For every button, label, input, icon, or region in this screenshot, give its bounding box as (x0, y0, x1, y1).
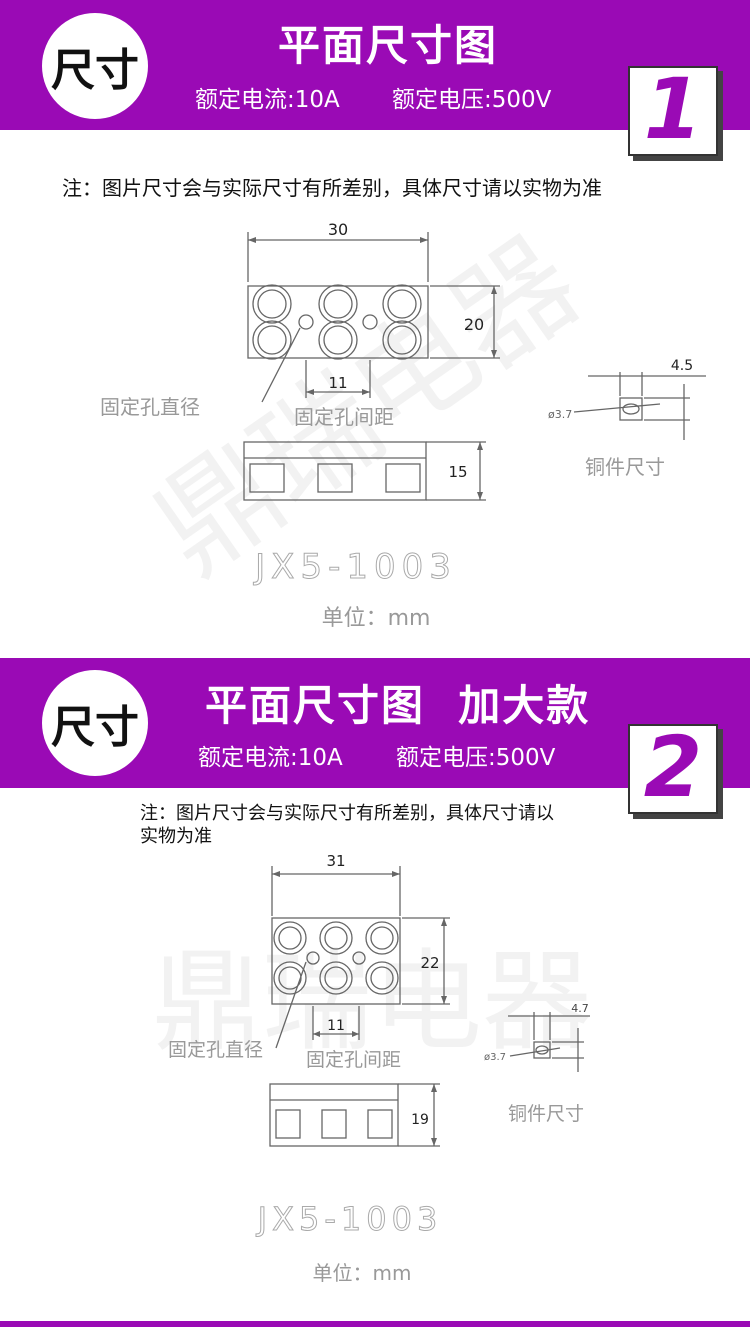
bottom-divider (0, 1321, 750, 1327)
section2-number-box: 2 (628, 718, 718, 816)
section2-rated-current: 额定电流:10A (198, 745, 343, 771)
section1-height-label: 20 (464, 315, 484, 334)
section1-width-label: 30 (328, 220, 348, 239)
section1-number: 1 (643, 60, 703, 158)
section2-watermark: 鼎瑞电器 (152, 938, 592, 1066)
section2-dimension-svg: 鼎瑞电器 (152, 852, 592, 1285)
section1-spacing-label: 11 (328, 374, 347, 392)
section2-hole-spacing-label: 固定孔间距 (306, 1049, 401, 1071)
section1-number-box: 1 (628, 60, 718, 158)
section2-drawing: 鼎瑞电器 (0, 660, 750, 1324)
section1-unit: 单位：mm (322, 606, 431, 631)
section1-rated-current: 额定电流:10A (195, 87, 340, 113)
section2-spacing-label: 11 (327, 1018, 345, 1034)
section1-hole-spacing-label: 固定孔间距 (294, 405, 394, 429)
section1-rated-voltage: 额定电压:500V (392, 87, 552, 113)
section1-hole-dia-label: 固定孔直径 (100, 395, 200, 419)
section2-hole-dia-label: 固定孔直径 (168, 1039, 263, 1061)
section1-copper-dia-label: ø3.7 (548, 408, 572, 421)
section2-note: 注：图片尺寸会与实际尺寸有所差别，具体尺寸请以实物为准 (140, 803, 554, 848)
section1-model: JX5-1003 (253, 547, 457, 587)
section2-title: 平面尺寸图 加大款 (205, 681, 591, 730)
section2-model: JX5-1003 (256, 1200, 443, 1238)
section2-rated-voltage: 额定电压:500V (396, 745, 556, 771)
section1-depth-label: 15 (448, 463, 467, 481)
section1-badge: 尺寸 (42, 13, 148, 119)
section2-badge: 尺寸 (42, 670, 148, 776)
section1-drawing: 鼎瑞电器 (100, 212, 706, 631)
section1-dimension-svg: 鼎瑞电器 (100, 212, 706, 631)
section2-copper-label: 铜件尺寸 (508, 1103, 584, 1125)
section2-width-label: 31 (326, 852, 345, 870)
section1-copper-width-label: 4.5 (671, 358, 693, 374)
section2-copper-dia-label: ø3.7 (484, 1052, 506, 1063)
section2-number: 2 (643, 718, 703, 816)
section2-unit: 单位：mm (313, 1261, 412, 1285)
section2-depth-label: 19 (411, 1112, 429, 1128)
section1-note: 注：图片尺寸会与实际尺寸有所差别，具体尺寸请以实物为准 (62, 176, 602, 200)
section1-copper-label: 铜件尺寸 (585, 455, 665, 479)
section2-copper-width-label: 4.7 (571, 1002, 589, 1015)
section2-height-label: 22 (420, 954, 439, 972)
section1-title: 平面尺寸图 (278, 21, 499, 70)
